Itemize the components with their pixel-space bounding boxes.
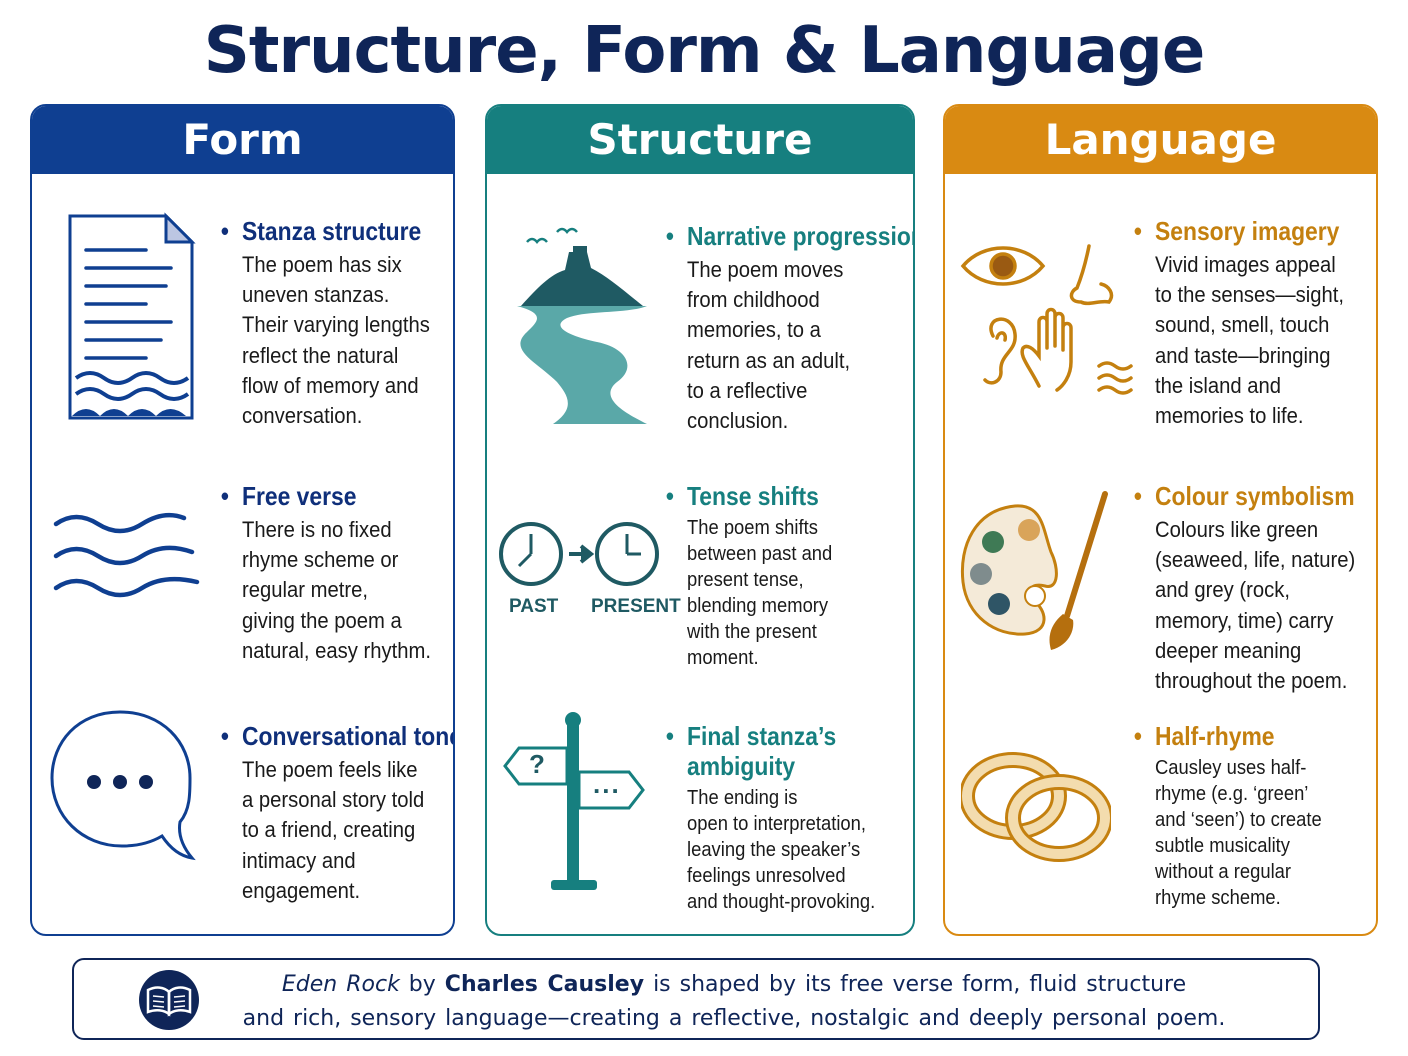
- stanza-structure-item: Stanza structure The poem has six uneven…: [221, 216, 446, 431]
- summary-line1: is shaped by its free verse form, fluid …: [644, 972, 1187, 997]
- page-title: Structure, Form & Language: [203, 14, 1206, 88]
- language-panel: Language Sensory imagery Vivid images ap…: [943, 104, 1378, 936]
- tense-shifts-item: Tense shifts The poem shifts between pas…: [666, 481, 845, 671]
- final-stanza-item: Final stanza’s ambiguity The ending is o…: [666, 721, 897, 915]
- sign-question: ?: [529, 749, 545, 779]
- summary-footer: Eden Rock by Charles Causley is shaped b…: [72, 958, 1320, 1040]
- item-title: Conversational tone: [221, 721, 453, 751]
- item-title: Tense shifts: [666, 481, 826, 511]
- palette-icon: [960, 491, 1108, 650]
- item-text: The poem feels like a personal story tol…: [242, 757, 425, 903]
- item-title: Final stanza’s ambiguity: [666, 721, 872, 781]
- item-text: Colours like green (seaweed, life, natur…: [1155, 517, 1356, 694]
- item-text: The ending is open to interpretation, le…: [687, 787, 876, 913]
- by-text: by: [399, 972, 445, 997]
- book-icon: [139, 970, 199, 1030]
- summary-line2: and rich, sensory language—creating a re…: [242, 1006, 1226, 1031]
- free-verse-item: Free verse There is no fixed rhyme schem…: [221, 481, 447, 666]
- document-waves-icon: [68, 212, 196, 420]
- structure-panel: Structure Narrative progression The poem…: [485, 104, 915, 936]
- item-title: Free verse: [221, 481, 423, 511]
- author-name: Charles Causley: [444, 972, 645, 997]
- narrative-progression-item: Narrative progression The poem moves fro…: [666, 221, 913, 436]
- past-label: PAST: [509, 596, 559, 617]
- speech-bubble-icon: [50, 710, 196, 861]
- item-title: Half-rhyme: [1134, 721, 1314, 751]
- waves-icon: [53, 512, 200, 598]
- senses-icon: [960, 244, 1133, 395]
- item-title: Narrative progression: [666, 221, 913, 251]
- half-rhyme-item: Half-rhyme Causley uses half- rhyme (e.g…: [1134, 721, 1336, 911]
- form-panel: Form Stanza structure The poem has six u…: [30, 104, 455, 936]
- item-text: The poem moves from childhood memories, …: [687, 257, 851, 434]
- item-title: Stanza structure: [221, 216, 422, 246]
- sensory-imagery-item: Sensory imagery Vivid images appeal to t…: [1134, 216, 1365, 431]
- item-text: There is no fixed rhyme scheme or regula…: [242, 517, 432, 663]
- linked-rings-icon: [961, 752, 1111, 862]
- item-title: Sensory imagery: [1134, 216, 1339, 246]
- structure-heading: Structure: [487, 106, 913, 174]
- sign-dots: ...: [593, 769, 621, 799]
- island-path-icon: [517, 227, 647, 424]
- item-text: Causley uses half- rhyme (e.g. ‘green’ a…: [1155, 757, 1322, 909]
- language-heading: Language: [945, 106, 1376, 174]
- item-text: The poem has six uneven stanzas. Their v…: [242, 252, 430, 429]
- colour-symbolism-item: Colour symbolism Colours like green (sea…: [1134, 481, 1376, 696]
- item-text: The poem shifts between past and present…: [687, 517, 833, 669]
- present-label: PRESENT: [591, 596, 681, 617]
- conversational-tone-item: Conversational tone The poem feels like …: [221, 721, 453, 906]
- signpost-icon: [503, 712, 645, 890]
- item-title: Colour symbolism: [1134, 481, 1355, 511]
- poem-title: Eden Rock: [281, 972, 400, 997]
- item-text: Vivid images appeal to the senses—sight,…: [1155, 252, 1345, 429]
- clocks-icon: [499, 522, 659, 586]
- summary-text: Eden Rock by Charles Causley is shaped b…: [224, 968, 1244, 1036]
- form-heading: Form: [32, 106, 453, 174]
